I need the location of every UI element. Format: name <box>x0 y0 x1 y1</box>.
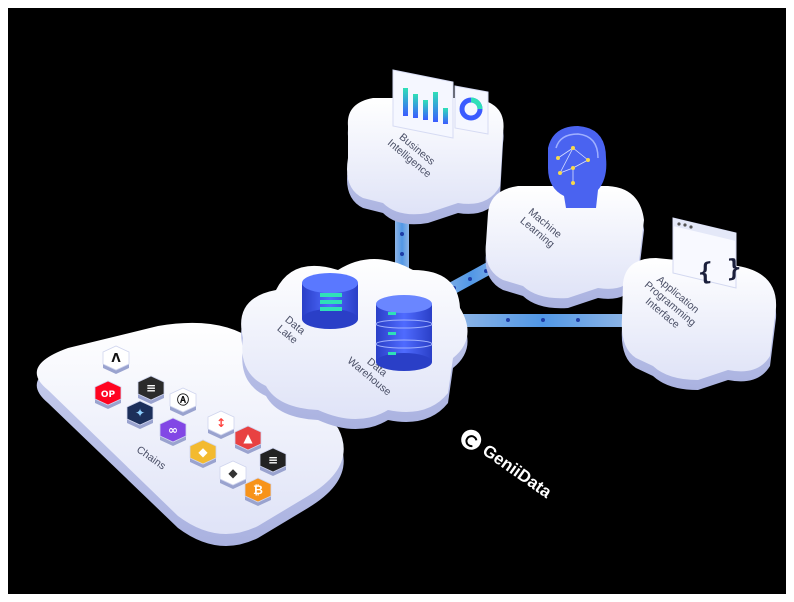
ai-brain-icon <box>548 126 607 208</box>
fantom-token-icon: ✦ <box>126 400 154 429</box>
bnb-token-icon: ◆ <box>189 439 217 468</box>
ethereum-token-icon: ◆ <box>219 460 247 489</box>
bar-chart-icon <box>392 69 454 139</box>
data-warehouse-icon <box>375 295 433 371</box>
svg-text:OP: OP <box>101 390 116 400</box>
svg-text:✦: ✦ <box>135 406 145 420</box>
architecture-diagram: Λ OP ≡ Ⓐ ✦ ∞ ↕ ◆ ▲ ◆ ≡ ₿ <box>36 69 777 546</box>
svg-text:◆: ◆ <box>198 445 208 459</box>
kava-token-icon: ↕ <box>207 410 235 439</box>
polygon-token-icon: ∞ <box>159 417 187 446</box>
code-window-icon <box>672 217 737 289</box>
svg-text:◆: ◆ <box>228 466 238 480</box>
stacks-token-icon: ≡ <box>259 447 287 476</box>
connector-api-to-warehouse <box>456 314 628 327</box>
svg-text:▲: ▲ <box>243 431 253 445</box>
avalanche-token-icon: ▲ <box>234 425 262 454</box>
arbitrum-token-icon: Λ <box>102 345 130 374</box>
data-lake-icon <box>302 273 358 329</box>
svg-text:≡: ≡ <box>146 381 156 395</box>
svg-text:∞: ∞ <box>168 423 178 437</box>
svg-text:Λ: Λ <box>111 351 121 365</box>
svg-text:Ⓐ: Ⓐ <box>177 392 189 407</box>
svg-text:≡: ≡ <box>268 453 278 467</box>
api-platform <box>621 258 777 390</box>
ankr-token-icon: Ⓐ <box>169 387 197 416</box>
svg-text:₿: ₿ <box>253 483 263 497</box>
svg-text:↕: ↕ <box>216 416 226 430</box>
solana-like-token-icon: ≡ <box>137 375 165 404</box>
bitcoin-token-icon: ₿ <box>244 477 272 506</box>
donut-chart-icon <box>454 85 489 135</box>
optimism-token-icon: OP <box>94 380 122 409</box>
chain-token-grid: Λ OP ≡ Ⓐ ✦ ∞ ↕ ◆ ▲ ◆ ≡ ₿ <box>94 345 287 506</box>
ml-platform <box>485 186 644 309</box>
